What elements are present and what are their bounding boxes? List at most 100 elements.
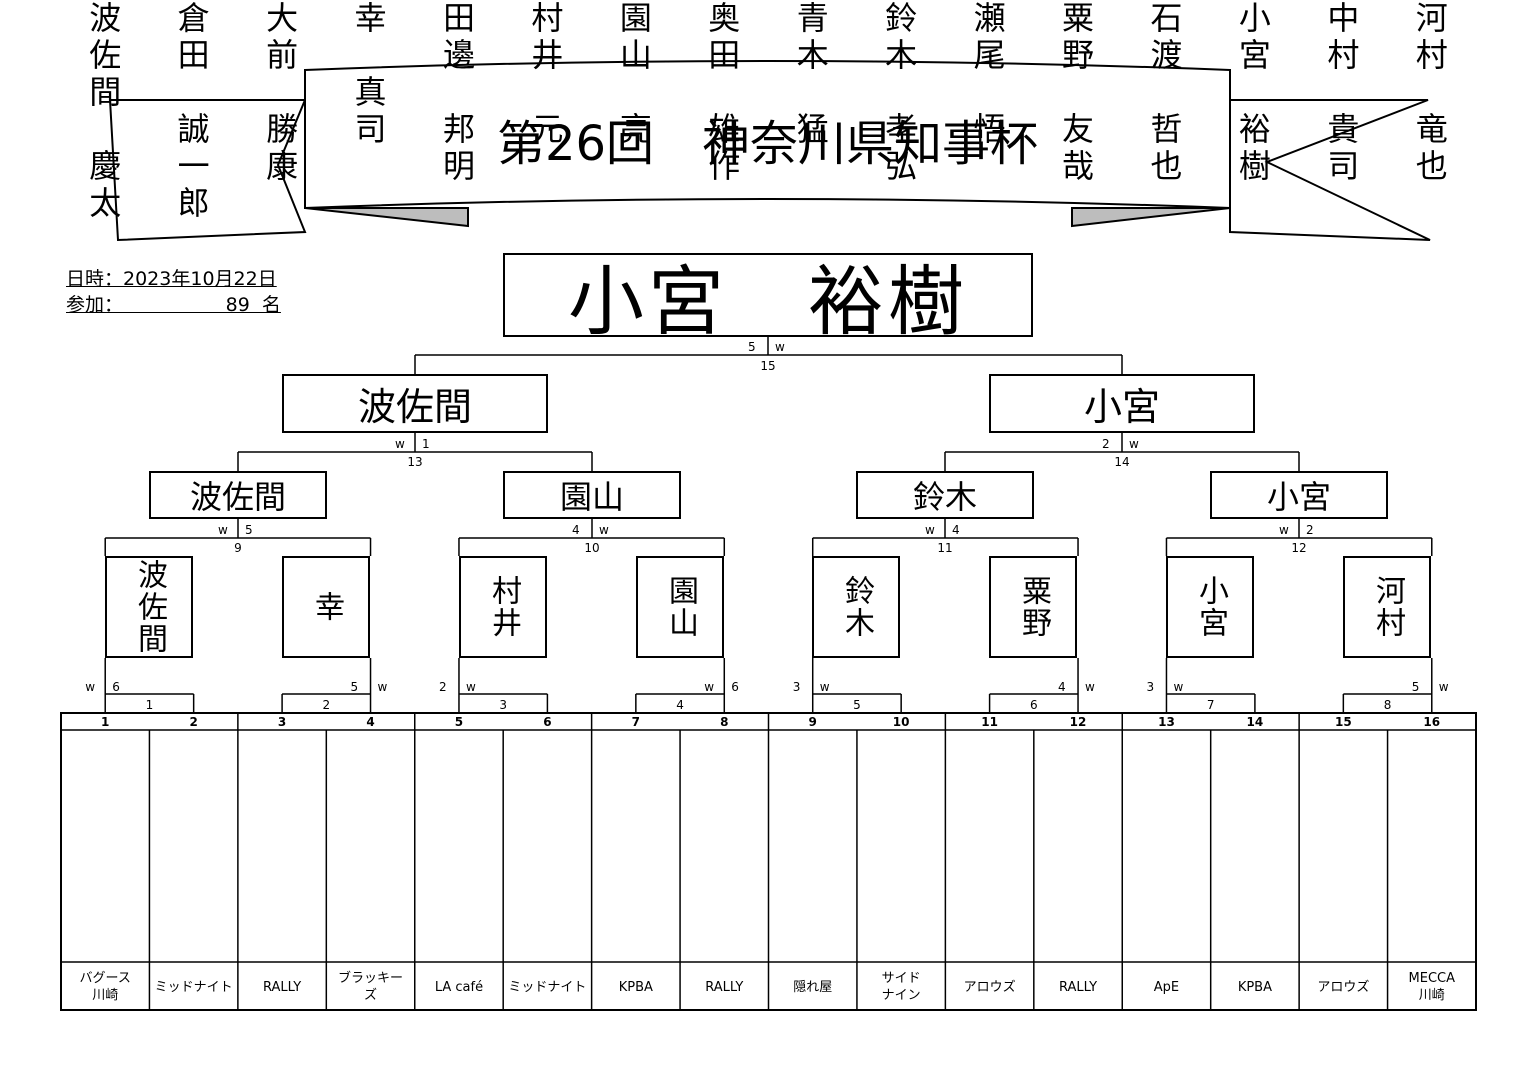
club-name: LA café [434,979,484,995]
r1-right-score: w [1173,680,1184,694]
seed-number: 3 [277,715,287,729]
player-name: 中 村 貴 司 [1327,0,1360,185]
player-name: 園 山 亮 [619,0,652,148]
champion-box: 小宮 裕樹 [503,253,1033,346]
qf-right-score: 2 [1306,523,1314,537]
club-name: ミッドナイト [154,979,233,995]
r1-left-score: 5 [1411,680,1420,694]
qf-left-score: 4 [572,523,580,537]
club-name: KPBA [618,979,653,995]
match-number: 3 [499,698,508,712]
sf-left-score: w [395,437,405,451]
seed-number: 6 [543,715,552,729]
r1-right-score: w [377,680,388,694]
match-number: 14 [1114,455,1130,469]
seed-number: 15 [1334,715,1352,729]
finalist-box-right: 小宮 [989,374,1255,433]
participant-count: 参加： 89 名 [66,294,281,316]
player-name: 鈴 木 孝 弘 [885,0,918,185]
quarterfinalist-box-6: 粟野 [989,556,1077,658]
r1-left-score: 3 [1146,680,1155,694]
match-number: 10 [584,541,600,555]
seed-number: 2 [189,715,198,729]
player-name: 倉 田 誠 一 郎 [177,0,210,222]
final-left-score: 5 [748,340,756,354]
quarterfinalist-box-3: 村井 [459,556,547,658]
match-number: 13 [407,455,423,469]
club-name: ApE [1153,979,1180,995]
seed-number: 5 [454,715,464,729]
match-number: 4 [676,698,684,712]
club-name: ブラッキー ズ [338,971,404,1003]
match-number: 2 [322,698,331,712]
player-name: 青 木 猛 [796,0,829,148]
banner-left-fold [304,207,469,228]
seed-number: 10 [892,715,910,729]
club-name: アロウズ [1317,979,1370,995]
r1-left-score: w [704,680,715,694]
r1-right-score: w [1438,680,1449,694]
title: 第26回 神奈川県知事杯 [496,116,1039,172]
r1-left-score: w [85,680,96,694]
match-number: 9 [234,541,242,555]
quarterfinalist-box-2: 幸 [282,556,370,658]
r1-left-score: 3 [792,680,801,694]
quarterfinalist-box-7: 小宮 [1166,556,1254,658]
banner-left-tail [108,99,307,242]
match-number: 6 [1029,698,1038,712]
qf-right-score: 5 [245,523,253,537]
quarterfinalist-box-8: 河村 [1343,556,1431,658]
qf-left-score: w [925,523,935,537]
qf-left-score: w [1279,523,1289,537]
club-name: アロウズ [963,979,1016,995]
semifinalist-box-2: 園山 [503,471,681,519]
player-name: 田 邊 邦 明 [442,0,475,185]
player-name: 村 井 元 [531,0,564,148]
player-name: 瀬 尾 悟 [973,0,1006,148]
player-name: 石 渡 哲 也 [1150,0,1183,185]
event-date: 日時：2023年10月22日 [66,268,277,290]
seed-number: 16 [1423,715,1441,729]
match-number: 11 [937,541,953,555]
club-name: RALLY [705,979,744,995]
match-number: 1 [145,698,154,712]
finalist-box-left: 波佐間 [282,374,548,433]
qf-right-score: w [599,523,609,537]
player-name: 大 前 勝 康 [266,0,299,185]
semifinalist-box-3: 鈴木 [856,471,1034,519]
match-number: 7 [1206,698,1215,712]
player-name: 幸 真 司 [354,0,387,148]
player-name: 粟 野 友 哉 [1062,0,1095,185]
r1-right-score: 6 [112,680,120,694]
sf-right-score: w [1129,437,1139,451]
club-name: 隠れ屋 [793,979,833,995]
quarterfinalist-box-1: 波佐間 [105,556,193,658]
seed-number: 12 [1069,715,1087,729]
club-name: RALLY [263,979,302,995]
r1-left-score: 4 [1058,680,1066,694]
qf-right-score: 4 [952,523,960,537]
seed-number: 7 [631,715,641,729]
club-name: KPBA [1237,979,1272,995]
r1-right-score: 6 [731,680,739,694]
seed-number: 4 [366,715,375,729]
seed-number: 13 [1158,715,1175,729]
match-number: 12 [1291,541,1307,555]
club-name: サイド ナイン [881,971,921,1003]
match-number: 5 [853,698,861,712]
semifinalist-box-4: 小宮 [1210,471,1388,519]
club-name: RALLY [1058,979,1098,995]
seed-number: 8 [720,715,729,729]
seed-number: 9 [808,715,817,729]
banner-main [304,60,1231,210]
player-name: 奥 田 雄 作 [708,0,741,185]
club-name: MECCA 川崎 [1408,971,1456,1003]
club-name: ミッドナイト [508,979,587,995]
r1-left-score: 2 [438,680,447,694]
r1-right-score: w [465,680,476,694]
seed-number: 11 [981,715,998,729]
quarterfinalist-box-4: 園山 [636,556,724,658]
player-name: 波 佐 間 慶 太 [89,0,122,222]
r1-right-score: w [819,680,830,694]
